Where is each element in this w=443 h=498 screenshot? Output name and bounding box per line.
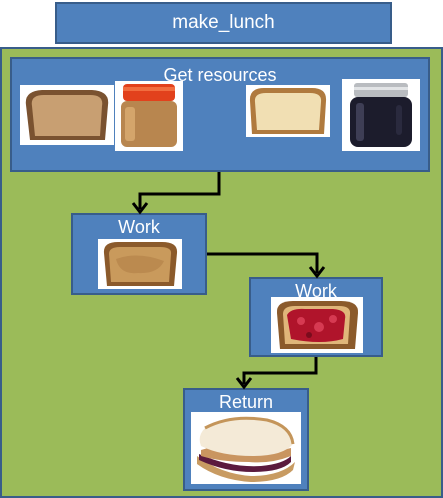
bread-slice-icon <box>20 85 114 145</box>
work-step-2-label: Work <box>295 281 337 301</box>
return-step-label: Return <box>218 392 274 412</box>
peanut-butter-jar-icon <box>115 81 183 151</box>
bread-slice-icon <box>246 85 330 137</box>
arrow-work-to-work <box>207 252 319 273</box>
jelly-jar-icon <box>342 79 420 151</box>
peanut-butter-toast-icon <box>98 239 182 289</box>
get-resources-label: Get resources <box>163 65 277 85</box>
arrowhead-2 <box>308 266 326 279</box>
arrow-resources-to-work <box>138 172 221 209</box>
get-resources-step: Get resources <box>10 57 430 172</box>
arrow-work-to-return <box>242 357 318 384</box>
return-step: Return <box>183 388 309 491</box>
work-step-1: Work <box>71 213 207 295</box>
jelly-toast-icon <box>271 297 363 353</box>
function-title: make_lunch <box>55 2 392 44</box>
arrowhead-1 <box>131 202 149 215</box>
work-step-1-label: Work <box>118 217 160 237</box>
arrowhead-3 <box>235 377 253 390</box>
work-step-2: Work <box>249 277 383 357</box>
sandwich-icon <box>191 412 301 484</box>
